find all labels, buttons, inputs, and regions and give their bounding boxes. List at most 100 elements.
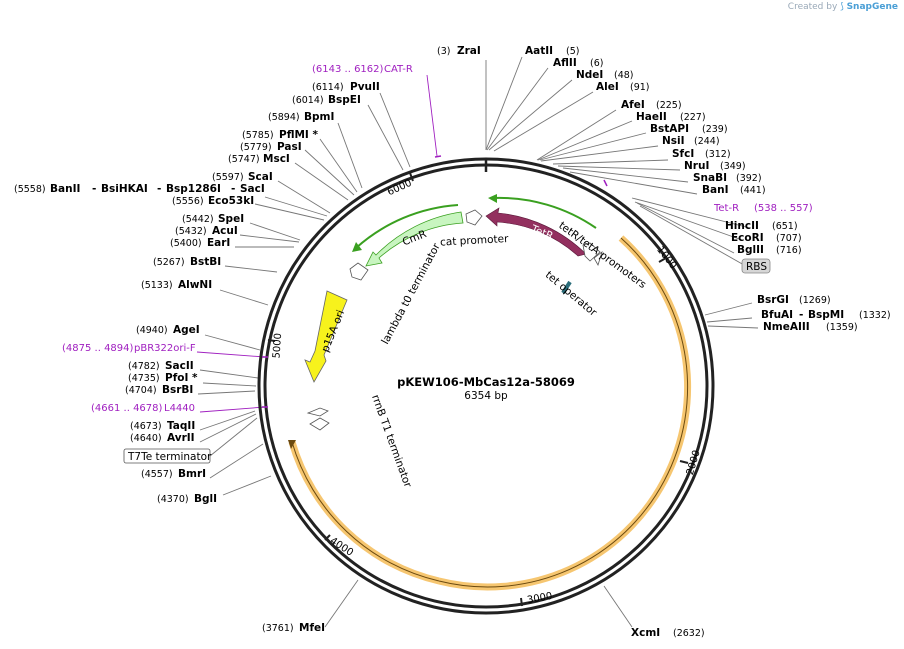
- site-pos: (48): [614, 70, 634, 81]
- rrnb-t1-label: rrnB T1 terminator: [369, 393, 414, 490]
- primer-marks: [262, 155, 608, 408]
- site-pos: (716): [776, 245, 802, 256]
- site-name: PvuII: [350, 81, 380, 93]
- site-pos: (5779): [240, 142, 272, 153]
- site-name: HincII: [725, 220, 759, 232]
- site-name: AatII: [525, 45, 553, 57]
- tick-3000: 3000: [526, 591, 553, 606]
- site-pos: (392): [736, 173, 762, 184]
- site-pos: (239): [702, 124, 728, 135]
- primer-pos: (4661 .. 4678): [91, 403, 163, 414]
- site-name: BsrGI: [757, 294, 789, 306]
- site-name: BmrI: [178, 468, 206, 480]
- orf-arc-left: [288, 441, 440, 585]
- cat-promoter-arrow: [465, 209, 483, 226]
- site-name: BsiHKAI: [101, 183, 148, 195]
- site-pos: (244): [694, 136, 720, 147]
- site-separator: -: [157, 183, 161, 195]
- site-pos: (4704): [125, 385, 157, 396]
- site-separator: -: [92, 183, 96, 195]
- site-name: Eco53kI: [208, 195, 254, 207]
- watermark-prefix: Created by: [787, 2, 838, 12]
- site-name: ScaI: [248, 171, 273, 183]
- site-name: EcoRI: [731, 232, 764, 244]
- rbs-box: [741, 258, 771, 274]
- site-separator: -: [799, 309, 803, 321]
- site-pos: (3): [437, 46, 450, 57]
- site-name: NruI: [684, 160, 709, 172]
- site-pos: (5558): [14, 184, 46, 195]
- site-name: Bsp1286I: [166, 183, 221, 195]
- primer-label: CAT-R: [384, 64, 413, 75]
- site-name: AgeI: [173, 324, 200, 336]
- site-pos: (5785): [242, 130, 274, 141]
- site-name: PasI: [277, 141, 302, 153]
- site-pos: (5): [566, 46, 579, 57]
- site-name: NmeAIII: [763, 321, 810, 333]
- site-pos: (4782): [128, 361, 160, 372]
- primer-label: Tet-R: [713, 203, 739, 214]
- cmr-label: CmR: [401, 228, 429, 248]
- tet-operator-mark: [561, 280, 572, 295]
- site-name: AfeI: [621, 99, 645, 111]
- lambda-t0-label: lambda t0 terminator: [379, 241, 443, 347]
- site-name: NdeI: [576, 69, 603, 81]
- tick-marks: [267, 172, 689, 607]
- site-name: SfcI: [672, 148, 694, 160]
- site-name: EarI: [207, 237, 230, 249]
- site-pos: (2632): [673, 628, 705, 639]
- t7te-label: T7Te terminator: [127, 451, 212, 463]
- site-pos: (3761): [262, 623, 294, 634]
- cmr-feature: [365, 211, 464, 267]
- site-name: BpmI: [304, 111, 334, 123]
- plasmid-name: pKEW106-MbCas12a-58069: [397, 375, 575, 389]
- site-name: TaqII: [167, 420, 195, 432]
- site-pos: (91): [630, 82, 650, 93]
- t7te-box: [123, 448, 211, 464]
- backbone: [257, 157, 715, 615]
- primer-pos: (6143 .. 6162): [312, 64, 384, 75]
- site-name: BsrBI: [162, 384, 193, 396]
- site-pos: (707): [776, 233, 802, 244]
- site-pos: (6014): [292, 95, 324, 106]
- site-pos: (1332): [859, 310, 891, 321]
- rrnb-arrow: [306, 407, 329, 417]
- site-name: SacI: [240, 183, 265, 195]
- site-name: BglII: [737, 244, 764, 256]
- site-name: SnaBI: [693, 172, 727, 184]
- site-name: SacII: [165, 360, 194, 372]
- site-name: BstBI: [190, 256, 221, 268]
- site-name: MfeI: [299, 622, 325, 634]
- site-pos: (4557): [141, 469, 173, 480]
- site-name: XcmI: [631, 627, 660, 639]
- tick-5000: 5000: [271, 333, 284, 359]
- site-pos: (5556): [172, 196, 204, 207]
- site-name: BspEI: [328, 94, 361, 106]
- tetr-promoter-arrow: [582, 242, 601, 262]
- site-separator: -: [231, 183, 235, 195]
- tetr-label: TetR: [528, 223, 554, 243]
- site-pos: (1269): [799, 295, 831, 306]
- site-pos: (225): [656, 100, 682, 111]
- site-pos: (5442): [182, 214, 214, 225]
- right-site-labels: (3) ZraI AatII (5) AflII (6) NdeI (48) A…: [437, 45, 891, 639]
- primer-pos: (4875 .. 4894): [62, 343, 134, 354]
- tet-operator-label: tet operator: [543, 269, 600, 319]
- site-pos: (5894): [268, 112, 300, 123]
- site-name: PflMI *: [279, 129, 318, 141]
- watermark-brand: SnapGene: [846, 2, 898, 12]
- site-name: SpeI: [218, 213, 244, 225]
- site-pos: (6114): [312, 82, 344, 93]
- tetr-feature: [485, 207, 587, 257]
- site-name: BstAPI: [650, 123, 689, 135]
- site-pos: (5133): [141, 280, 173, 291]
- site-name: AcuI: [212, 225, 238, 237]
- left-site-labels: (6143 .. 6162) CAT-R (6114) PvuII (6014)…: [14, 64, 413, 634]
- small-features: [306, 209, 603, 431]
- site-pos: (4735): [128, 373, 160, 384]
- site-name: AlwNI: [178, 279, 212, 291]
- site-pos: (5400): [170, 238, 202, 249]
- site-name: AvrII: [167, 432, 195, 444]
- site-pos: (4370): [157, 494, 189, 505]
- cat-promoter-label: cat promoter: [440, 233, 510, 249]
